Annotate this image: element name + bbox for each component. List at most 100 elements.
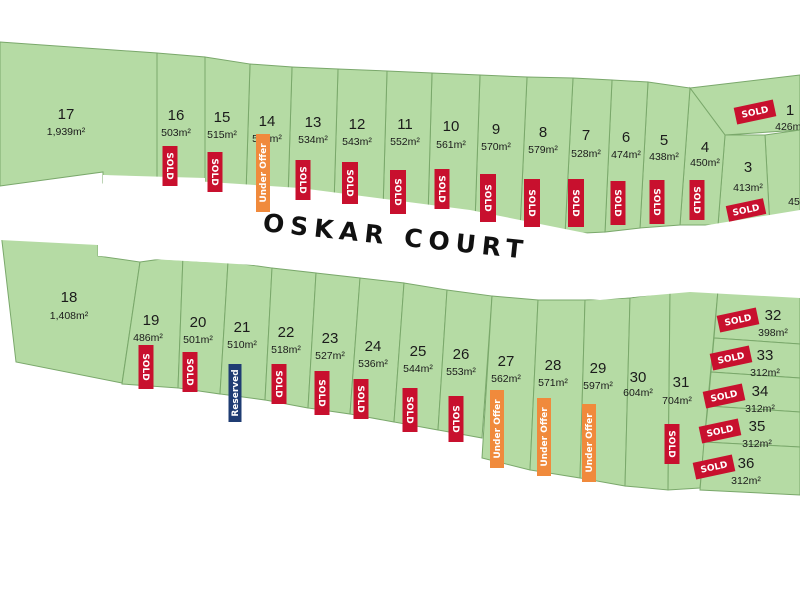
lot-4-status-badge <box>689 180 705 220</box>
lot-23-status-label: SOLD <box>316 379 326 406</box>
lot-27-status-tag: Under Offer <box>490 390 504 468</box>
lot-15-area: 515m² <box>207 129 237 141</box>
lot-28-status-badge <box>537 398 551 476</box>
lot-4-status-label: SOLD <box>691 186 701 213</box>
lot-20-status-badge <box>182 352 198 392</box>
lot-27-area: 562m² <box>491 373 521 385</box>
lot-25-status-tag: SOLD <box>402 388 418 432</box>
lot-8-area: 579m² <box>528 144 558 156</box>
lot-36-number: 36 <box>738 455 755 472</box>
tags-layer: SOLD SOLD SOLD SOLD SOLD SOLD SOLD SOLD SOLD SOLD… <box>138 99 777 482</box>
lot-14-status-tag: Under Offer <box>256 134 270 212</box>
lot-31-number: 31 <box>673 374 690 391</box>
lot-4-area: 450m² <box>690 157 720 169</box>
lot-34-status-badge <box>702 383 746 409</box>
lot-35-status-tag: SOLD <box>698 418 742 444</box>
lot-5-status-badge <box>649 180 665 224</box>
lot-22-area: 518m² <box>271 344 301 356</box>
lot-12-status-label: SOLD <box>344 169 354 196</box>
lot-13-status-tag: SOLD <box>295 160 311 200</box>
lot-20-number: 20 <box>190 314 207 331</box>
lot-6-status-tag: SOLD <box>610 181 626 225</box>
lot-5-number: 5 <box>660 132 668 149</box>
lot-7-status-label: SOLD <box>570 189 580 216</box>
lot-34-area: 312m² <box>745 403 775 415</box>
lot-4-number: 4 <box>701 139 709 156</box>
lot-4-status-tag: SOLD <box>689 180 705 220</box>
lot-1-area: 426m² <box>775 121 800 133</box>
lot-12-status-tag: SOLD <box>342 162 358 204</box>
lot-26-number: 26 <box>453 346 470 363</box>
lot-17-area: 1,939m² <box>47 126 86 138</box>
labels-layer: 1426m²453413m²4450m²5438m²6474m²7528m²85… <box>47 102 800 487</box>
lot-26-status-tag: SOLD <box>448 396 464 442</box>
lot-32-area: 398m² <box>758 327 788 339</box>
lot-15-status-badge <box>207 152 223 192</box>
lot-31-area: 704m² <box>662 395 692 407</box>
lot-5-status-label: SOLD <box>651 188 661 215</box>
lot-23-status-badge <box>314 371 330 415</box>
lot-11-area: 552m² <box>390 136 420 148</box>
lot-21-status-badge <box>228 364 242 422</box>
lot-33-status-badge <box>709 345 753 371</box>
lot-24-status-tag: SOLD <box>353 379 369 419</box>
lot-21-status-label: Reserved <box>231 369 241 416</box>
lot-13-status-badge <box>295 160 311 200</box>
lot-14-status-badge <box>256 134 270 212</box>
lot-30-number: 30 <box>630 369 647 386</box>
lot-9-status-tag: SOLD <box>480 174 496 222</box>
lot-33-number: 33 <box>757 347 774 364</box>
lot-11-status-label: SOLD <box>392 178 402 205</box>
lot-21-status-tag: Reserved <box>228 364 242 422</box>
lot-13-area: 534m² <box>298 134 328 146</box>
lot-18-area: 1,408m² <box>50 310 89 322</box>
lot-28-area: 571m² <box>538 377 568 389</box>
lot-23-status-tag: SOLD <box>314 371 330 415</box>
lot-26-parcel[interactable] <box>437 289 493 439</box>
lot-11-number: 11 <box>397 116 413 133</box>
lot-7-status-badge <box>568 179 584 227</box>
lot-10-number: 10 <box>443 118 460 135</box>
lot-24-number: 24 <box>365 338 382 355</box>
lot-15-status-label: SOLD <box>209 158 219 185</box>
lot-32-number: 32 <box>765 307 782 324</box>
lot-12-status-badge <box>342 162 358 204</box>
lot-13-number: 13 <box>305 114 322 131</box>
lot-1-number: 1 <box>786 102 794 119</box>
lot-19-status-badge <box>138 345 154 389</box>
lot-10-status-badge <box>434 169 450 209</box>
lot-20-area: 501m² <box>183 334 213 346</box>
lot-7-number: 7 <box>582 127 590 144</box>
lot-34-status-tag: SOLD <box>702 383 746 409</box>
lot-32-status-badge <box>716 307 760 333</box>
lot-29-status-badge <box>582 404 596 482</box>
lot-31-status-label: SOLD <box>666 430 676 457</box>
lot-24-status-label: SOLD <box>355 385 365 412</box>
lot-25-area: 544m² <box>403 363 433 375</box>
lot-35-area: 312m² <box>742 438 772 450</box>
lot-9-area: 570m² <box>481 141 511 153</box>
lot-3-area: 413m² <box>733 182 763 194</box>
lot-28-status-tag: Under Offer <box>537 398 551 476</box>
lot-33-status-tag: SOLD <box>709 345 753 371</box>
lot-20-status-tag: SOLD <box>182 352 198 392</box>
lot-16-status-tag: SOLD <box>162 146 178 186</box>
lot-31-status-badge <box>664 424 680 464</box>
lot-20-status-label: SOLD <box>184 358 194 385</box>
lot-27-number: 27 <box>498 353 515 370</box>
lot-19-area: 486m² <box>133 332 163 344</box>
lot-8-status-badge <box>524 179 540 227</box>
lot-10-status-label: SOLD <box>436 175 446 202</box>
lot-11-status-badge <box>390 170 406 214</box>
lot-32-status-tag: SOLD <box>716 307 760 333</box>
lot-8-number: 8 <box>539 124 547 141</box>
lot-5-area: 438m² <box>649 151 679 163</box>
lot-23-area: 527m² <box>315 350 345 362</box>
lot-17-parcel[interactable] <box>0 41 158 187</box>
lot-1-status-badge <box>733 99 777 125</box>
lot-3-status-badge <box>725 198 767 222</box>
lot-14-status-label: Under Offer <box>259 143 269 203</box>
lot-29-status-tag: Under Offer <box>582 404 596 482</box>
lot-26-status-label: SOLD <box>450 405 460 432</box>
